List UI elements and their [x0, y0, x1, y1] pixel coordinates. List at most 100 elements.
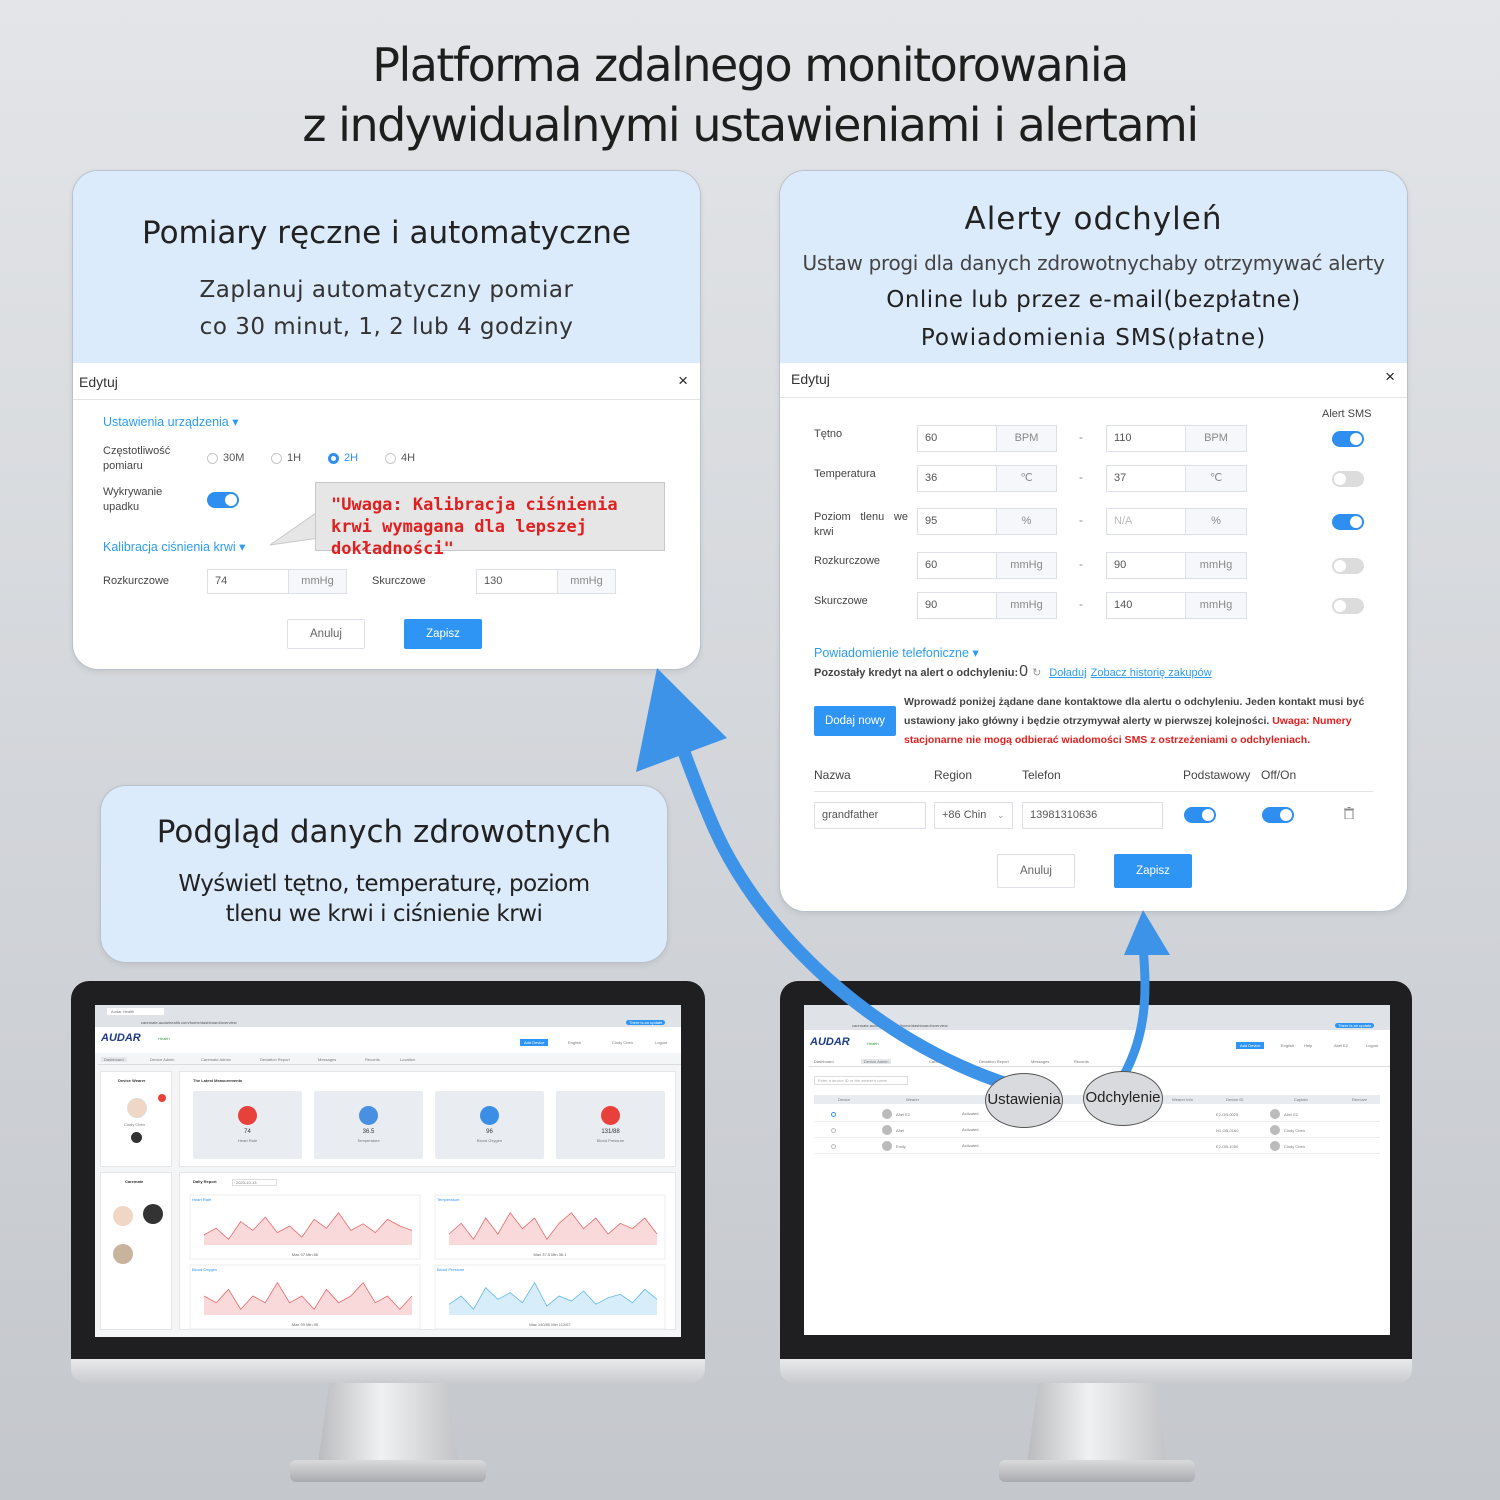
region-select[interactable]: +86 Chin⌄	[934, 802, 1013, 829]
add-device-button[interactable]: Add Device	[520, 1039, 549, 1046]
table-row[interactable]	[814, 1107, 1380, 1122]
deviation-alerts-card: Alerty odchyleń Ustaw progi dla danych z…	[779, 170, 1408, 912]
contact-on-toggle[interactable]	[1262, 807, 1294, 823]
fall-detection-toggle[interactable]	[207, 492, 239, 508]
status: Activated	[962, 1111, 979, 1116]
device-search-input[interactable]: Enter a device ID or the wearer's name	[814, 1076, 909, 1085]
user-menu[interactable]: Cindy Chen	[612, 1040, 633, 1045]
device-settings-section[interactable]: Ustawienia urządzenia ▾	[103, 415, 239, 429]
nav-tab[interactable]: Device Admin	[861, 1059, 892, 1064]
address-bar[interactable]: caremate.audarhealth.com/home/dashboard/…	[141, 1020, 237, 1025]
table-column-header: Device	[838, 1097, 851, 1102]
close-icon[interactable]: ×	[1385, 367, 1395, 386]
calibration-section[interactable]: Kalibracja ciśnienia krwi ▾	[103, 540, 246, 554]
add-device-button[interactable]: Add Device	[1236, 1042, 1265, 1049]
nav-tab[interactable]: Caremate Admin	[201, 1057, 231, 1062]
table-column-header: Captain	[1294, 1097, 1308, 1102]
sms-alert-toggle[interactable]	[1332, 431, 1364, 447]
chart-title: Blood Pressure	[437, 1267, 465, 1272]
chart-footer: Max 140/90 Min 112/67	[529, 1322, 571, 1327]
user-menu[interactable]: Abel E2	[1334, 1043, 1349, 1048]
avatar	[882, 1109, 892, 1119]
table-row[interactable]	[814, 1123, 1380, 1138]
refresh-icon[interactable]: ↻	[1032, 667, 1042, 679]
browser-tab[interactable]: Audar Health	[107, 1008, 165, 1015]
trash-icon[interactable]	[1344, 807, 1354, 819]
row-radio[interactable]	[831, 1112, 836, 1117]
nav-tab[interactable]: Records	[365, 1057, 380, 1062]
table-column-header: Wearer	[906, 1097, 920, 1102]
report-date-picker[interactable]: 2023-10-13	[232, 1179, 278, 1186]
chart-line	[448, 1211, 658, 1241]
cancel-button[interactable]: Anuluj	[287, 619, 365, 649]
radio-4h[interactable]: 4H	[385, 452, 415, 464]
radio-2h[interactable]: 2H	[328, 452, 358, 464]
cancel-button[interactable]: Anuluj	[997, 854, 1075, 888]
language-select[interactable]: English	[568, 1040, 582, 1045]
nav-tab[interactable]: Messages	[318, 1057, 337, 1062]
phone-notification-section[interactable]: Powiadomienie telefoniczne ▾	[814, 646, 979, 660]
logout-link[interactable]: Logout	[1366, 1043, 1379, 1048]
sms-alert-toggle[interactable]	[1332, 514, 1364, 530]
contact-name-input[interactable]: grandfather	[814, 802, 926, 829]
nav-tab[interactable]: Deviation Report	[260, 1057, 290, 1062]
save-button[interactable]: Zapisz	[1114, 854, 1192, 888]
nav-tab[interactable]: Dashboard	[101, 1057, 127, 1062]
calibration-warning-callout: "Uwaga: Kalibracja ciśnienia krwi wymaga…	[315, 482, 665, 559]
phone-input[interactable]: 13981310636	[1022, 802, 1163, 829]
radio-30m[interactable]: 30M	[207, 452, 244, 464]
avatar	[1270, 1141, 1280, 1151]
row-radio[interactable]	[831, 1128, 836, 1133]
threshold-low-input[interactable]: 95%	[917, 508, 1057, 535]
sms-alert-toggle[interactable]	[1332, 558, 1364, 574]
help-link[interactable]: Help	[1304, 1043, 1313, 1048]
nav-tab[interactable]: Device Admin	[150, 1057, 175, 1062]
device-id: E2-GB-1050	[1216, 1144, 1239, 1149]
address-bar[interactable]: caremate.audarhealth.com/home/dashboard/…	[852, 1023, 948, 1028]
radio-1h[interactable]: 1H	[271, 452, 301, 464]
nav-tab[interactable]: Location	[400, 1057, 416, 1062]
card-subtitle-1: Zaplanuj automatyczny pomiar	[199, 277, 574, 303]
update-badge[interactable]: There is an update	[626, 1020, 666, 1025]
topup-link[interactable]: Doładuj	[1049, 667, 1087, 679]
table-divider	[814, 791, 1373, 792]
headline-line-2: z indywidualnymi ustawieniami i alertami	[302, 98, 1199, 152]
nav-tab[interactable]: Caremate Admin	[929, 1059, 959, 1064]
table-column-header: Device ID	[1226, 1097, 1244, 1102]
save-button[interactable]: Zapisz	[404, 619, 482, 649]
nav-tab[interactable]: Messages	[1031, 1059, 1050, 1064]
language-select[interactable]: English	[1281, 1043, 1295, 1048]
logout-link[interactable]: Logout	[655, 1040, 668, 1045]
update-badge[interactable]: There is an update	[1335, 1023, 1375, 1028]
nav-tab[interactable]: Records	[1074, 1059, 1089, 1064]
nav-tab[interactable]: Dashboard	[814, 1059, 834, 1064]
purchase-history-link[interactable]: Zobacz historię zakupów	[1090, 667, 1212, 679]
primary-contact-toggle[interactable]	[1184, 807, 1216, 823]
row-radio[interactable]	[831, 1144, 836, 1149]
threshold-high-input[interactable]: N/A%	[1106, 508, 1247, 535]
table-row[interactable]	[814, 1139, 1380, 1154]
close-icon[interactable]: ×	[678, 371, 688, 390]
threshold-high-input[interactable]: 37℃	[1106, 465, 1247, 492]
measurement-label: Heart Rate	[237, 1138, 258, 1143]
add-new-button[interactable]: Dodaj nowy	[814, 706, 896, 736]
fall-detection-label: Wykrywanie upadku	[103, 486, 163, 513]
sms-alert-toggle[interactable]	[1332, 598, 1364, 614]
nav-tab[interactable]: Deviation Report	[979, 1059, 1009, 1064]
measurement-icon	[480, 1106, 499, 1125]
sms-alert-toggle[interactable]	[1332, 471, 1364, 487]
threshold-low-input[interactable]: 36℃	[917, 465, 1057, 492]
